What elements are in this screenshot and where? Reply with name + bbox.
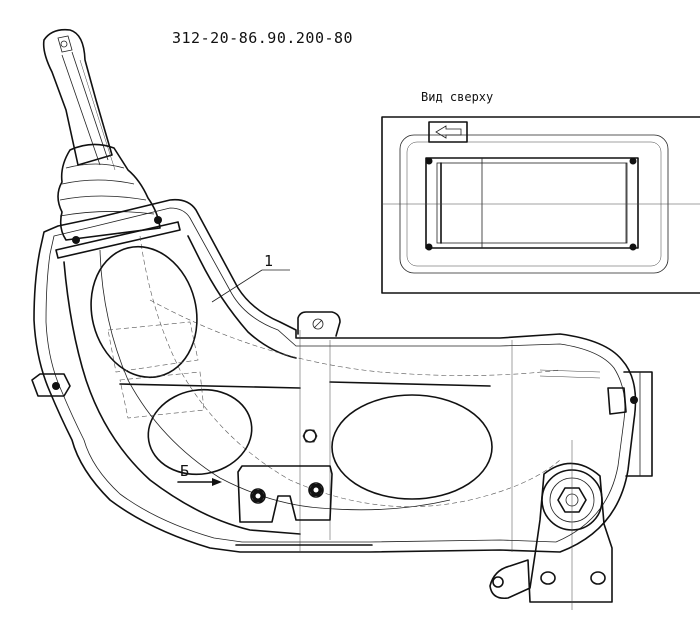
screw-icon [425,157,433,165]
pivot-nut-icon [557,487,587,513]
opening-lower-left [147,388,253,476]
pivot-plate [489,462,613,603]
lower-bracket [237,465,333,523]
joystick-handle [42,28,113,166]
tie-rod [119,383,301,389]
rubber-boot [57,143,161,241]
opening-right [331,394,493,500]
callout-leader [211,269,263,303]
boot-flange [55,221,181,259]
pivot-bracket [489,440,613,610]
view-arrow-label: Б [180,462,189,480]
main-housing: 1 Б [31,198,653,553]
top-view-label: Вид сверху [421,90,493,104]
nut-icon [303,429,317,443]
mount-hole [540,571,556,585]
part-number: 312-20-86.90.200-80 [172,29,353,47]
arrow-left-icon [435,125,462,139]
housing-outline [33,198,637,553]
screw-icon [629,243,637,251]
inset-plate [425,157,639,249]
joystick-lever [42,28,181,259]
callout-1: 1 [264,252,273,270]
inset-plate-inner [436,162,628,244]
inset-direction-box [428,121,468,143]
mount-hole [590,571,606,585]
opening-upper-left [90,245,198,379]
right-plate [623,371,653,477]
left-bracket [31,373,71,397]
top-view-inset: Вид сверху [381,90,700,294]
screw-icon [425,243,433,251]
top-clip [297,311,341,337]
mount-hole [492,576,504,588]
screw-icon [629,157,637,165]
inset-frame [381,116,700,294]
